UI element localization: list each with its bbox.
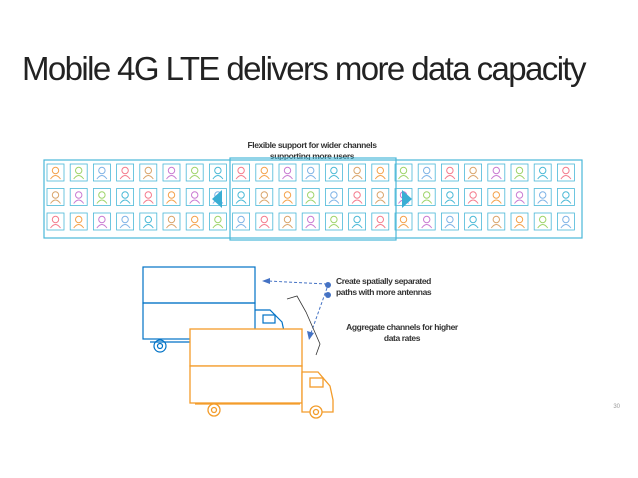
person-icon [208, 163, 227, 182]
person-icon [417, 163, 436, 182]
person-icon [255, 188, 274, 206]
person-icon [46, 163, 65, 182]
person-icon [46, 212, 65, 231]
note-spatial-paths: Create spatially separated paths with mo… [336, 276, 432, 298]
person-icon [348, 188, 367, 206]
person-icon [417, 212, 436, 231]
person-icon [464, 212, 483, 231]
person-icon [69, 163, 88, 182]
band-caption-line1: Flexible support for wider channels [247, 140, 377, 150]
person-icon [46, 188, 65, 206]
person-icon [487, 163, 506, 182]
person-icon [348, 212, 367, 231]
note-spatial-line2: paths with more antennas [336, 287, 432, 297]
person-icon [232, 188, 251, 206]
person-icon [510, 188, 529, 206]
person-icon [116, 163, 134, 182]
person-icon [185, 163, 204, 182]
person-icon [324, 188, 343, 206]
person-icon [440, 212, 459, 231]
person-icon [208, 212, 227, 231]
person-icon [557, 188, 575, 206]
person-icon [371, 163, 390, 182]
person-icon [69, 188, 88, 206]
person-icon [301, 212, 320, 231]
person-icon [255, 163, 274, 182]
person-icon [348, 163, 367, 182]
front-truck-icon [189, 328, 334, 419]
person-icon [324, 212, 343, 231]
person-icon [69, 212, 88, 231]
note-aggregate-line2: data rates [383, 333, 421, 343]
person-icon [557, 163, 575, 182]
note-aggregate-channels: Aggregate channels for higher data rates [342, 322, 462, 344]
band-caption: Flexible support for wider channels supp… [232, 140, 392, 162]
note-aggregate-line1: Aggregate channels for higher [346, 322, 458, 332]
person-icon [139, 212, 158, 231]
person-icon [464, 163, 483, 182]
slide-title: Mobile 4G LTE delivers more data capacit… [22, 50, 587, 87]
person-icon [93, 163, 111, 182]
person-icon [278, 188, 297, 206]
person-icon [394, 212, 413, 231]
person-icon [371, 212, 390, 231]
person-icon [557, 212, 575, 231]
person-icon [487, 188, 506, 206]
page-number: 30 [613, 404, 620, 410]
channel-band-highlight [229, 157, 397, 241]
person-icon [232, 163, 251, 182]
note-spatial-line1: Create spatially separated [336, 276, 431, 286]
band-caption-line2: supporting more users [269, 151, 355, 161]
person-icon [162, 163, 181, 182]
person-icon [301, 163, 320, 182]
antenna-connector [262, 278, 331, 340]
user-grid [46, 163, 575, 231]
person-icon [185, 212, 204, 231]
person-icon [139, 188, 158, 206]
person-icon [116, 188, 134, 206]
person-icon [93, 188, 111, 206]
person-icon [162, 212, 181, 231]
person-icon [440, 188, 459, 206]
person-icon [185, 188, 204, 206]
person-icon [93, 212, 111, 231]
person-icon [278, 212, 297, 231]
person-icon [533, 212, 552, 231]
person-icon [510, 212, 529, 231]
person-icon [533, 188, 552, 206]
person-icon [301, 188, 320, 206]
aggregate-bracket [286, 295, 321, 356]
person-icon [255, 212, 274, 231]
person-icon [487, 212, 506, 231]
person-icon [394, 163, 413, 182]
person-icon [324, 163, 343, 182]
person-icon [371, 188, 390, 206]
person-icon [440, 163, 459, 182]
person-icon [232, 212, 251, 231]
left-triangle-arrow-icon [212, 190, 222, 208]
person-icon [162, 188, 181, 206]
channel-band-frame [43, 159, 583, 239]
person-icon [278, 163, 297, 182]
person-icon [464, 188, 483, 206]
person-icon [533, 163, 552, 182]
person-icon [139, 163, 158, 182]
person-icon [116, 212, 134, 231]
right-triangle-arrow-icon [402, 190, 412, 208]
person-icon [510, 163, 529, 182]
person-icon [417, 188, 436, 206]
